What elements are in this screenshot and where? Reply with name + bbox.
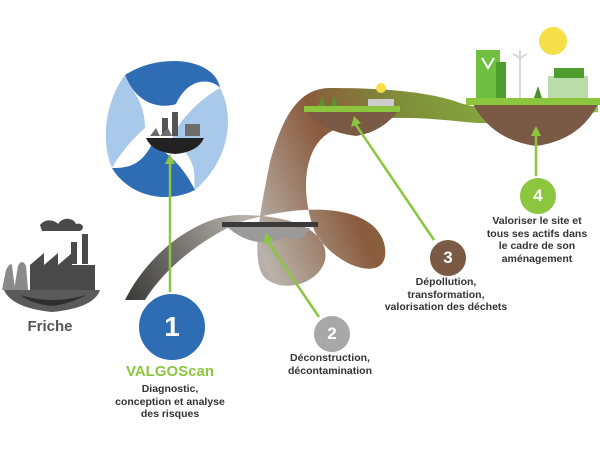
step-3-circle: 3 [428,238,468,278]
arrow-2 [263,233,273,244]
factory-icon [2,218,100,312]
step-1-line: Diagnostic, [141,383,199,395]
step-1-line: des risques [140,408,200,420]
step-2-description: Déconstruction, décontamination [270,352,390,377]
step-3-line: valorisation des déchets [384,301,508,313]
connector-2 [266,241,321,318]
step-4-number: 4 [533,186,543,205]
step-1-line: conception et analyse [115,395,225,408]
valgoscan-logo [105,60,228,197]
step-4-line: le cadre de son [498,240,576,252]
step-1-number: 1 [164,311,180,342]
step-4-line: Valoriser le site et [492,215,582,227]
arrow-3 [351,116,361,127]
step-2-line: Déconstruction, [290,352,370,364]
step-4-line: tous ses actifs dans [486,227,588,240]
step-3-line: Dépollution, [415,276,477,288]
step-4-line: aménagement [501,252,573,265]
step-4-description: Valoriser le site et tous ses actifs dan… [482,215,592,265]
step-1-title: VALGOScan [125,363,215,380]
step-1-circle: 1 [137,292,207,362]
step-2-circle: 2 [312,314,352,354]
step-3-line: transformation, [407,288,485,301]
arrow-1 [165,154,175,164]
step-3-number: 3 [443,248,453,267]
step-2-number: 2 [327,324,337,343]
arrow-4 [531,126,541,136]
step-4-circle: 4 [518,176,558,216]
step-3-description: Dépollution, transformation, valorisatio… [378,276,514,314]
deconstruction-platform [222,222,318,243]
green-island [466,27,600,146]
step-2-line: décontamination [287,364,372,377]
friche-label: Friche [27,318,73,335]
connector-3 [354,124,436,241]
step-1-description: Diagnostic, conception et analyse des ri… [100,383,240,421]
